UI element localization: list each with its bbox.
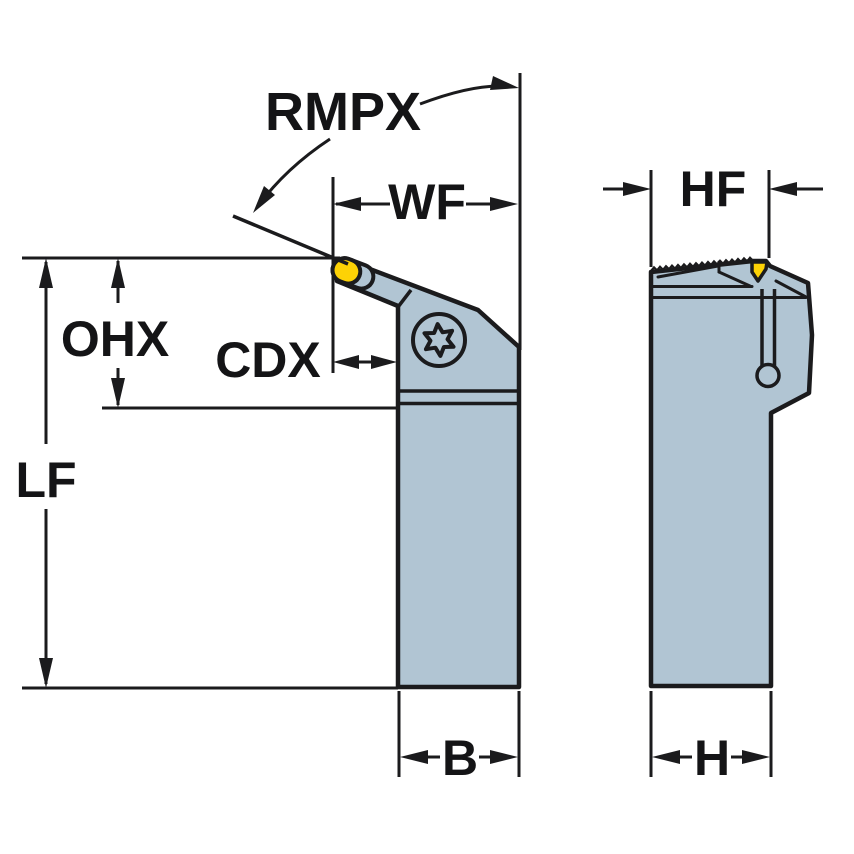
torx-star (422, 322, 456, 358)
lf-arrow-down (39, 658, 53, 688)
b-arrow-right (490, 750, 518, 764)
keyhole-slot (755, 289, 781, 389)
cdx-arrow-left (333, 355, 359, 369)
hf-arrow-left (623, 182, 651, 196)
h-dimension: H (649, 691, 773, 786)
ohx-arrow-down (111, 378, 125, 408)
lf-dimension: LF (15, 256, 398, 690)
hf-arrow-right (769, 182, 797, 196)
rmpx-angle-annotation: RMPX (232, 76, 519, 266)
clamp-wedge-line (656, 264, 720, 279)
insert-pocket-line (396, 288, 413, 309)
hf-label: HF (680, 161, 747, 217)
side-view (648, 256, 815, 689)
screw-head-circle (411, 312, 467, 368)
b-label: B (442, 730, 478, 786)
holder-body-front (334, 257, 522, 690)
rmpx-label: RMPX (265, 82, 421, 142)
clamp-seat-line (717, 270, 752, 288)
wf-label: WF (388, 174, 466, 230)
lf-label: LF (15, 452, 76, 508)
b-arrow-left (400, 750, 428, 764)
cdx-dimension: CDX (215, 332, 397, 388)
ohx-dimension: OHX (61, 258, 398, 410)
rmpx-slant-reference-line (232, 214, 349, 266)
h-label: H (694, 730, 730, 786)
rmpx-leader-right-arrowhead (490, 76, 519, 90)
torx-screw-icon (411, 312, 467, 368)
slot-end-circle (755, 362, 781, 389)
cdx-arrow-right (371, 355, 397, 369)
head-chamfer-inner-line (774, 279, 808, 299)
b-dimension: B (397, 691, 521, 786)
wf-arrow-left (333, 197, 361, 211)
front-view (330, 256, 522, 690)
cutting-insert-side (750, 260, 769, 283)
lf-arrow-up (39, 258, 53, 288)
rmpx-leader-left-arrowhead (253, 186, 275, 213)
h-arrow-right (742, 750, 770, 764)
wf-arrow-right (490, 197, 518, 211)
ohx-arrow-up (111, 258, 125, 288)
cdx-label: CDX (215, 332, 321, 388)
ohx-label: OHX (61, 311, 169, 367)
wf-dimension: WF (331, 73, 522, 373)
h-arrow-left (652, 750, 680, 764)
serrated-rail (650, 256, 754, 273)
holder-body-side (648, 258, 815, 689)
hf-dimension: HF (603, 161, 823, 267)
